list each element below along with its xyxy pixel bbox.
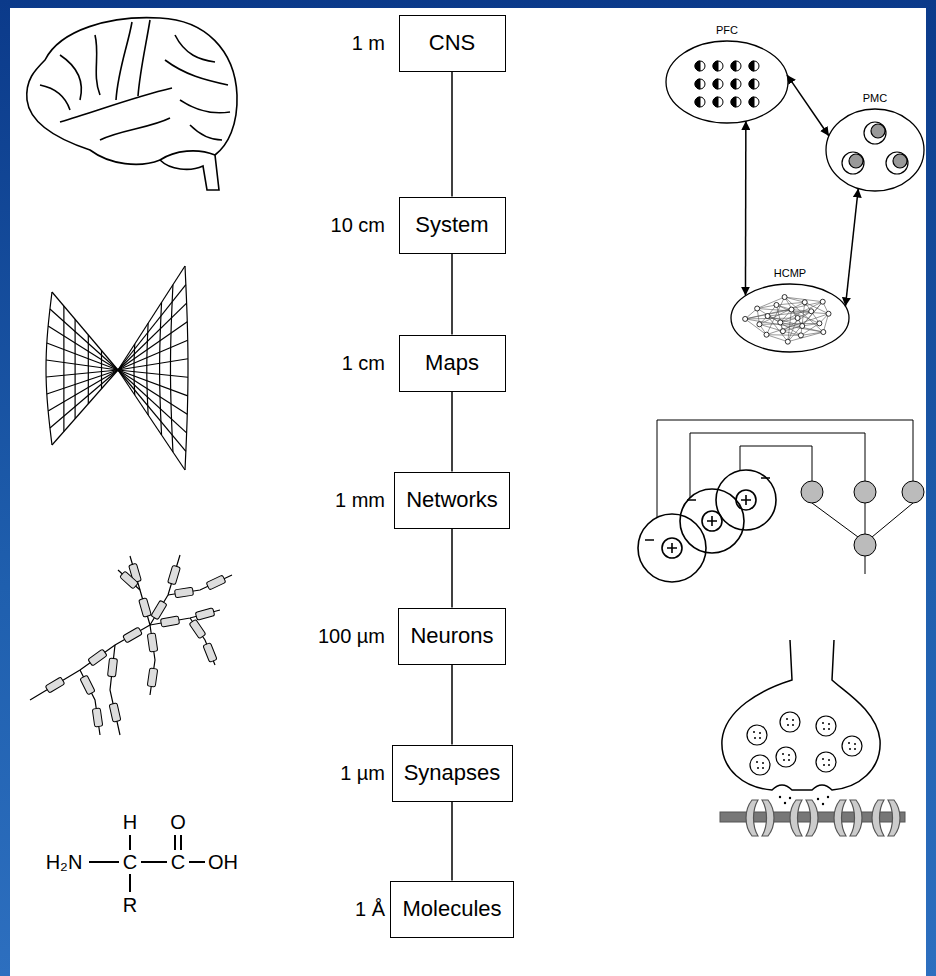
level-name: Synapses (404, 760, 501, 786)
atom-symbol: O (170, 810, 186, 834)
level-box: System (399, 197, 506, 254)
scale-label: 10 cm (331, 213, 385, 237)
atom-symbol: C (171, 850, 185, 874)
scale-label: 100 µm (318, 624, 385, 648)
level-box: CNS (399, 15, 506, 72)
scale-label: 1 cm (342, 351, 385, 375)
brain-area-ellipse: PFC (665, 24, 789, 124)
level-box: Molecules (390, 881, 514, 938)
level-name: Maps (425, 350, 479, 376)
brain-drawing (27, 18, 237, 190)
level-box: Maps (399, 335, 506, 392)
neuron-drawing (30, 555, 232, 735)
area-name: PMC (825, 92, 925, 105)
level-connector (451, 802, 453, 881)
level-connector (451, 665, 453, 745)
atom-symbol: R (123, 893, 137, 917)
brain-area-ellipse: HCMP (730, 267, 850, 353)
area-name: PFC (665, 24, 789, 37)
brain-area-ellipse: PMC (825, 92, 925, 192)
amino-acid-bonds (89, 835, 205, 892)
synapse-drawing (720, 640, 905, 836)
ellipse-outline (730, 267, 850, 353)
atom-symbol: H (123, 810, 137, 834)
level-connector (451, 529, 453, 608)
area-name: HCMP (730, 267, 850, 280)
map-mesh (46, 266, 188, 470)
scale-label: 1 Å (355, 897, 385, 921)
level-box: Networks (394, 472, 510, 529)
pfc-cells (695, 61, 759, 107)
atom-symbol: OH (208, 850, 238, 874)
receptive-field-drawing (638, 420, 924, 582)
level-box: Neurons (398, 608, 506, 665)
scale-label: 1 µm (340, 761, 385, 785)
pmc-cells (842, 122, 908, 174)
level-connector (845, 189, 858, 307)
level-name: Molecules (402, 896, 501, 922)
level-name: System (415, 212, 488, 238)
level-name: Networks (406, 487, 498, 513)
level-connector (451, 254, 453, 335)
level-connector (451, 72, 453, 197)
ellipse-outline (665, 24, 789, 124)
atom-symbol: C (123, 850, 137, 874)
level-connector (451, 392, 453, 472)
level-name: CNS (429, 30, 475, 56)
atom-symbol: H₂N (46, 850, 83, 874)
level-name: Neurons (410, 623, 493, 649)
level-box: Synapses (392, 745, 513, 802)
hippocampal-network (743, 295, 831, 345)
level-connector (745, 121, 747, 296)
ellipse-outline (825, 92, 925, 192)
scale-label: 1 mm (335, 488, 385, 512)
level-connector (787, 75, 829, 136)
scale-label: 1 m (352, 31, 385, 55)
